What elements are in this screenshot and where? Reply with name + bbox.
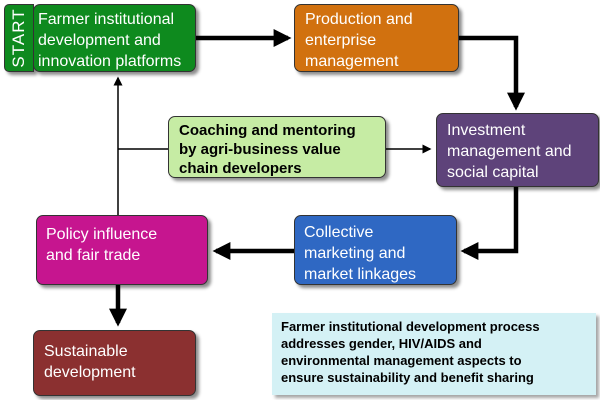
note-line: addresses gender, HIV/AIDS and bbox=[281, 336, 482, 351]
start-label: START bbox=[4, 4, 34, 72]
box-line: market linkages bbox=[304, 266, 417, 283]
box-line: Policy influence bbox=[46, 226, 158, 243]
arrow-investment-to-collective bbox=[460, 187, 519, 260]
box-line: innovation platforms bbox=[38, 53, 182, 70]
collective-marketing-box: Collective marketing and market linkages bbox=[294, 215, 457, 285]
sustainable-development-box: Sustainable development bbox=[33, 330, 196, 396]
box-line: Sustainable bbox=[44, 343, 128, 360]
arrow-production-to-investment bbox=[459, 35, 525, 111]
box-line: social capital bbox=[447, 164, 539, 181]
box-line: Investment bbox=[447, 122, 526, 139]
farmer-institutional-box: Farmer institutional development and inn… bbox=[33, 4, 196, 72]
investment-box: Investment management and social capital bbox=[436, 113, 599, 187]
box-line: development bbox=[44, 364, 136, 381]
box-line: management bbox=[305, 53, 399, 70]
box-line: Coaching and mentoring bbox=[179, 122, 356, 139]
box-line: Farmer institutional bbox=[38, 11, 175, 28]
box-line: management and bbox=[447, 143, 572, 160]
box-line: chain developers bbox=[179, 160, 302, 177]
box-line: and fair trade bbox=[46, 247, 141, 264]
box-line: Production and bbox=[305, 11, 413, 28]
note-box: Farmer institutional development process… bbox=[272, 313, 596, 395]
box-line: Collective bbox=[304, 224, 374, 241]
box-line: development and bbox=[38, 32, 161, 49]
coaching-box: Coaching and mentoring by agri-business … bbox=[168, 116, 386, 178]
box-line: enterprise bbox=[305, 32, 377, 49]
policy-box: Policy influence and fair trade bbox=[36, 215, 208, 285]
production-box: Production and enterprise management bbox=[294, 4, 459, 72]
box-line: marketing and bbox=[304, 245, 406, 262]
note-line: ensure sustainability and benefit sharin… bbox=[281, 370, 534, 385]
note-line: environmental management aspects to bbox=[281, 353, 522, 368]
note-line: Farmer institutional development process bbox=[281, 319, 540, 334]
box-line: by agri-business value bbox=[179, 141, 341, 158]
